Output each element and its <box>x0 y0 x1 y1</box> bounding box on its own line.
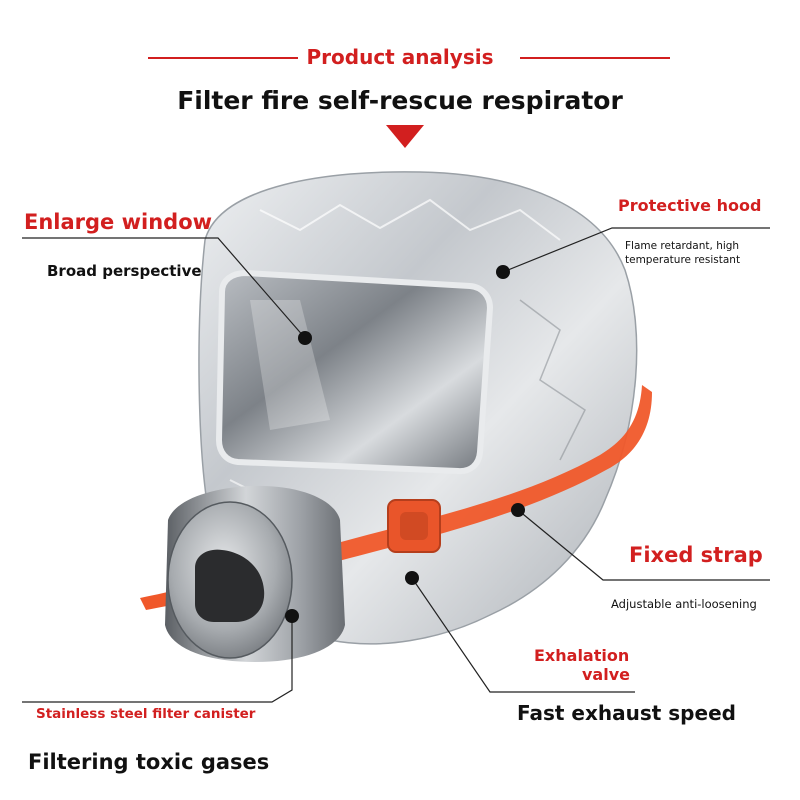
window-marker-dot <box>298 331 312 345</box>
section-label: Product analysis <box>306 45 494 69</box>
valve-title-line1: Exhalation <box>534 646 630 665</box>
canister-title: Stainless steel filter canister <box>36 706 256 722</box>
window-title: Enlarge window <box>24 210 213 234</box>
canister-desc: Filtering toxic gases <box>28 750 270 774</box>
window-desc: Broad perspective <box>47 262 202 280</box>
fixed-strap <box>330 385 652 562</box>
product-title: Filter fire self-rescue respirator <box>177 86 623 115</box>
hood-desc-line1: Flame retardant, high <box>625 240 740 252</box>
canister-cap <box>195 549 265 622</box>
valve-marker-dot <box>405 571 419 585</box>
hood-desc-line2: temperature resistant <box>625 254 741 266</box>
hood-title: Protective hood <box>618 196 762 215</box>
filter-canister <box>165 485 345 662</box>
enlarge-window-visor <box>215 269 494 475</box>
canister-marker-dot <box>285 609 299 623</box>
strap-title: Fixed strap <box>629 543 763 567</box>
valve-title-line2: valve <box>582 665 630 684</box>
strap-desc: Adjustable anti-loosening <box>611 597 757 611</box>
header-rule-right <box>520 57 670 59</box>
header-rule-left <box>148 57 298 59</box>
hood-marker-dot <box>496 265 510 279</box>
strap-marker-dot <box>511 503 525 517</box>
valve-desc: Fast exhaust speed <box>517 701 736 725</box>
header-down-arrow-icon <box>386 125 424 148</box>
